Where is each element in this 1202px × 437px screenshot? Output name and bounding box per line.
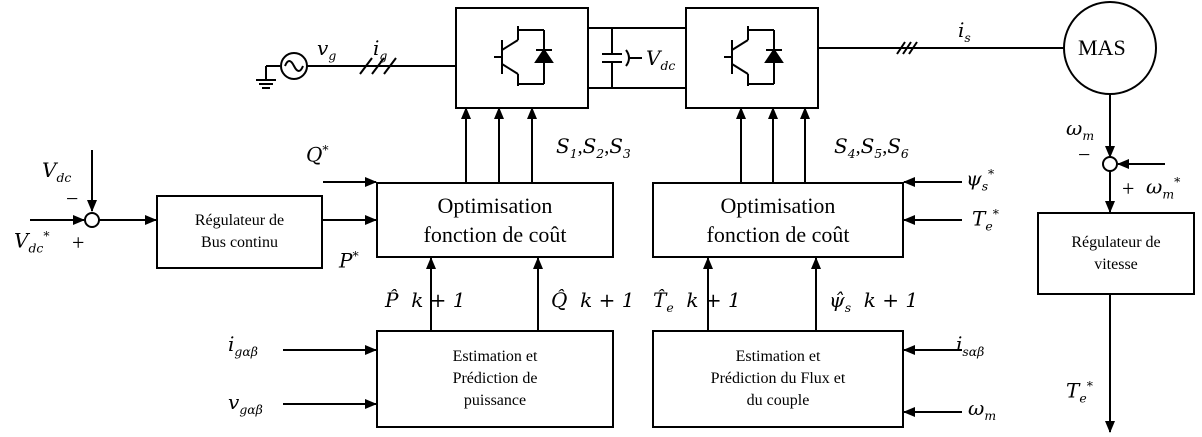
label-vdc-ref: Vdc* bbox=[14, 228, 50, 256]
grid-voltage-source bbox=[280, 52, 308, 80]
block-line: du couple bbox=[746, 392, 810, 409]
label-is: is bbox=[958, 18, 971, 45]
block-line: Prédiction de bbox=[452, 370, 538, 387]
label-p-ref: P* bbox=[339, 248, 359, 273]
block-line: Régulateur de bbox=[194, 212, 285, 229]
summing-junction-dc bbox=[84, 212, 100, 228]
sign-plus-speed: + bbox=[1122, 176, 1135, 201]
block-line: Estimation et bbox=[735, 348, 821, 365]
label-vdc-feedback: Vdc bbox=[42, 158, 72, 185]
block-line: vitesse bbox=[1094, 255, 1138, 273]
flux-estimation-block: Estimation et Prédiction du Flux et du c… bbox=[652, 330, 904, 428]
label-q-hat: Q̂ k + 1 bbox=[551, 288, 635, 312]
three-phase-mark-grid bbox=[359, 57, 397, 75]
label-p-hat: P̂ k + 1 bbox=[385, 288, 466, 312]
label-s4-s6: S4,S5,S6 bbox=[834, 134, 909, 161]
label-te-ref-in: Te* bbox=[972, 206, 999, 234]
label-te-ref-out: Te* bbox=[1066, 378, 1093, 406]
label-vg-alphabeta: vgαβ bbox=[228, 390, 263, 417]
label-ig: ig bbox=[373, 36, 388, 63]
block-line: fonction de coût bbox=[706, 222, 850, 247]
machine-side-converter bbox=[685, 7, 819, 109]
three-phase-mark-stator bbox=[896, 41, 918, 55]
machine-label: MAS bbox=[1078, 35, 1126, 60]
label-ig-alphabeta: igαβ bbox=[228, 332, 258, 359]
sign-minus-dc: − bbox=[66, 186, 79, 211]
motor-optimisation-block: Optimisation fonction de coût bbox=[652, 182, 904, 258]
block-line: Optimisation bbox=[437, 193, 553, 218]
label-vg: vg bbox=[317, 36, 337, 63]
power-estimation-block: Estimation et Prédiction de puissance bbox=[376, 330, 614, 428]
grid-optimisation-block: Optimisation fonction de coût bbox=[376, 182, 614, 258]
dc-bus-regulator-block: Régulateur de Bus continu bbox=[156, 195, 323, 269]
sign-plus-dc: + bbox=[72, 230, 85, 255]
ground-symbol bbox=[256, 65, 280, 89]
label-wm-ref: ωm* bbox=[1146, 174, 1181, 202]
sign-minus-speed: − bbox=[1078, 142, 1091, 167]
block-line: Régulateur de bbox=[1071, 233, 1161, 251]
dc-link-capacitor bbox=[588, 27, 686, 89]
label-psi-ref: ψs* bbox=[966, 166, 995, 194]
block-line: fonction de coût bbox=[423, 222, 567, 247]
label-vdc-link: Vdc bbox=[646, 46, 676, 73]
block-line: puissance bbox=[463, 392, 527, 409]
label-wm-input: ωm bbox=[968, 396, 997, 423]
block-line: Estimation et bbox=[452, 348, 538, 365]
igbt-symbol-motor bbox=[724, 26, 784, 86]
block-line: Prédiction du Flux et bbox=[710, 370, 846, 387]
block-line: Optimisation bbox=[720, 193, 836, 218]
label-t-hat: T̂e k + 1 bbox=[653, 288, 741, 315]
block-line: Bus continu bbox=[201, 234, 278, 251]
label-s1-s3: S1,S2,S3 bbox=[556, 134, 631, 161]
label-is-alphabeta: isαβ bbox=[956, 332, 985, 359]
label-q-ref: Q* bbox=[306, 142, 329, 167]
label-psi-hat: ψ̂s k + 1 bbox=[829, 288, 919, 315]
summing-junction-speed bbox=[1102, 156, 1118, 172]
grid-side-converter bbox=[455, 7, 589, 109]
igbt-symbol-grid bbox=[494, 26, 554, 86]
speed-regulator-block: Régulateur de vitesse bbox=[1037, 212, 1195, 295]
label-wm-feedback: ωm bbox=[1066, 116, 1095, 143]
